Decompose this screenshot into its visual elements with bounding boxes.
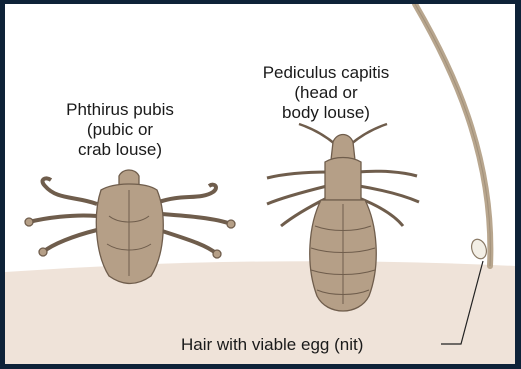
crab-louse-label-line3: crab louse) (37, 140, 203, 160)
head-louse-label: Pediculus capitis (head or body louse) (243, 63, 409, 123)
crab-louse-label: Phthirus pubis (pubic or crab louse) (37, 100, 203, 160)
diagram-panel: Phthirus pubis (pubic or crab louse) Ped… (5, 4, 515, 364)
illustration (5, 4, 515, 364)
nit-label: Hair with viable egg (nit) (181, 335, 363, 355)
hair-strand (415, 4, 490, 266)
crab-louse-label-line2: (pubic or (37, 120, 203, 140)
head-louse-label-line1: Pediculus capitis (243, 63, 409, 83)
nit-egg (469, 237, 489, 261)
head-louse-label-line3: body louse) (243, 103, 409, 123)
crab-louse-label-line1: Phthirus pubis (37, 100, 203, 120)
head-louse-label-line2: (head or (243, 83, 409, 103)
